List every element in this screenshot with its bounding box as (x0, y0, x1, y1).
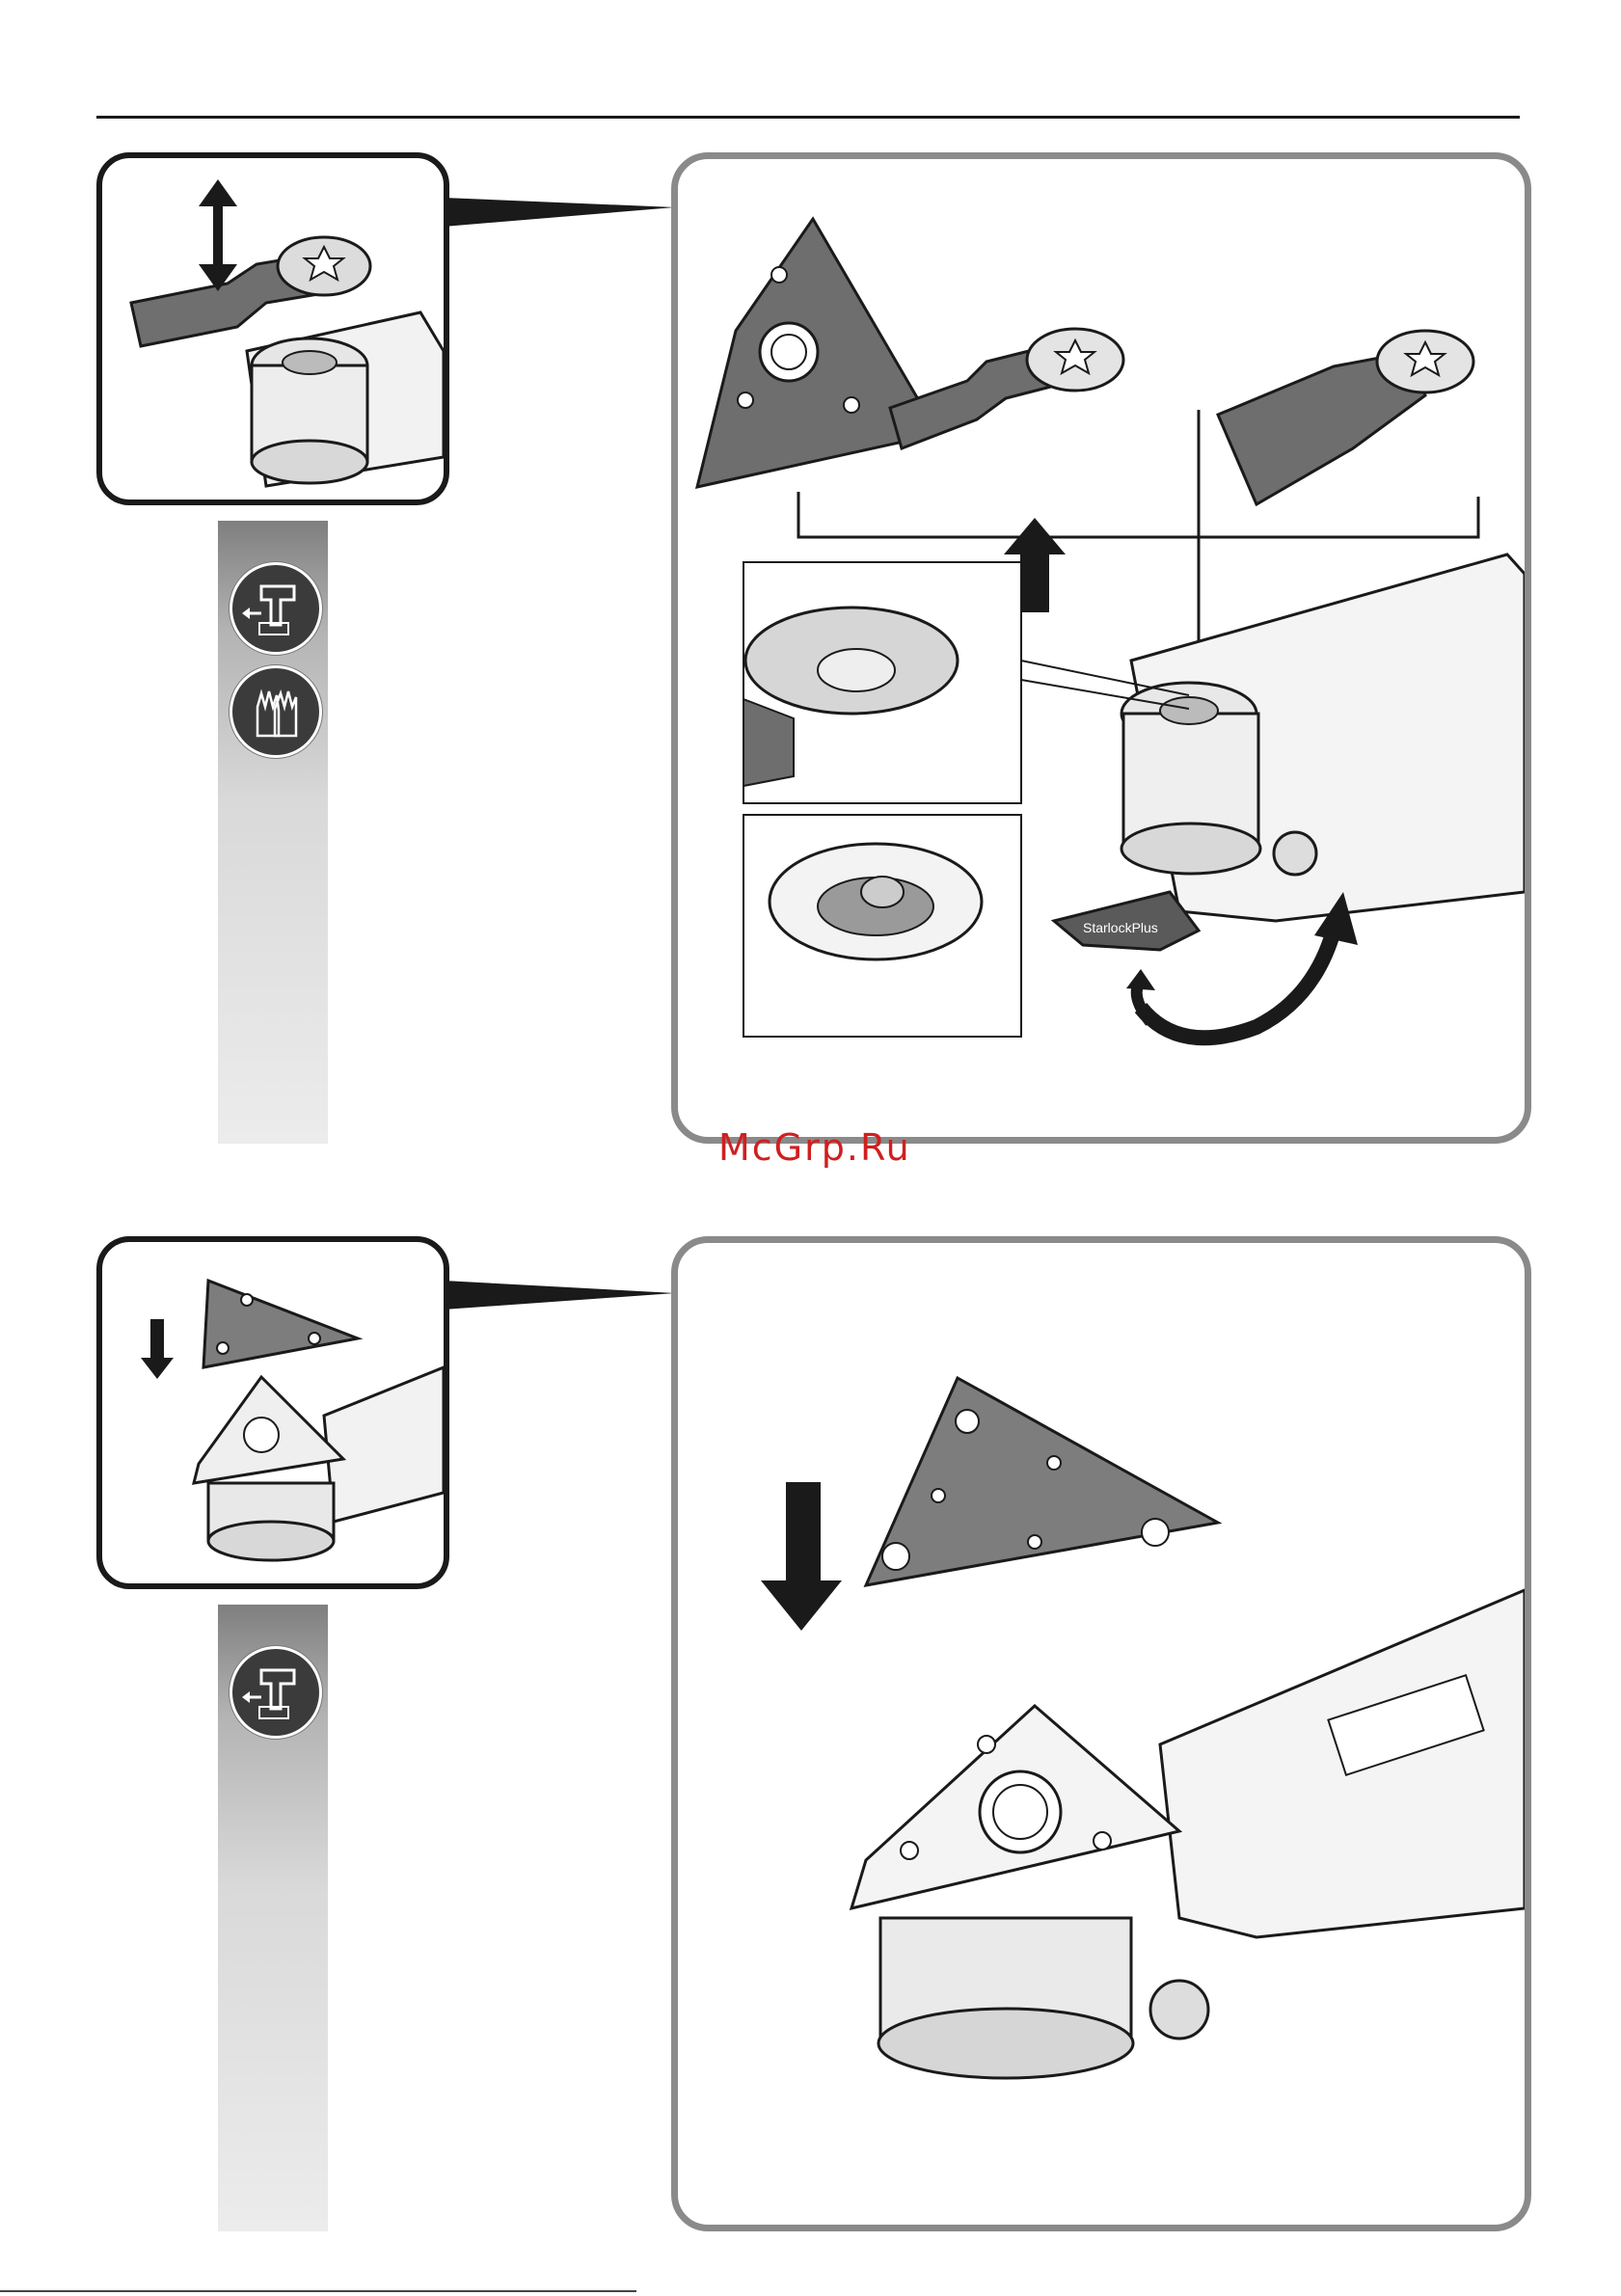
accessory-change-illustration: StarlockPlus (678, 159, 1525, 1137)
down-arrow-icon (761, 1482, 842, 1631)
lever-label: StarlockPlus (1083, 920, 1158, 935)
callout-pointer-2 (444, 1237, 685, 1343)
release-lever: StarlockPlus (1054, 892, 1199, 950)
down-arrow-icon (141, 1319, 174, 1379)
detail-box-bottom (743, 815, 1021, 1037)
callout-pointer-1 (444, 154, 685, 260)
sheet-attach-illustration (102, 1242, 444, 1583)
sanding-sheet (866, 1378, 1218, 1585)
remove-battery-icon (230, 1646, 322, 1739)
multi-tool (1121, 554, 1525, 921)
step2-main-panel (671, 1236, 1531, 2231)
sanding-sheet-illustration (678, 1243, 1525, 2225)
blade-insert-illustration (102, 158, 444, 500)
bottom-rule (0, 2290, 636, 2292)
step2-thumbnail (96, 1236, 449, 1589)
remove-battery-icon (230, 562, 322, 655)
step1-thumbnail (96, 152, 449, 505)
detail-box-top (743, 562, 1021, 803)
sanding-sheet (203, 1281, 358, 1367)
plunge-blade (890, 329, 1123, 448)
top-rule (96, 116, 1520, 119)
gloves-icon (230, 665, 322, 758)
up-down-arrow-icon (199, 179, 237, 291)
multi-tool (851, 1590, 1525, 2078)
watermark-text: McGrp.Ru (718, 1126, 911, 1169)
step1-main-panel: StarlockPlus (671, 152, 1531, 1144)
wide-blade (1218, 331, 1473, 504)
